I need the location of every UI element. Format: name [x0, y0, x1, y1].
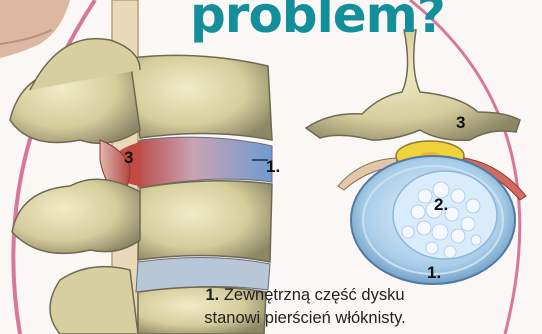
hand-photo [0, 0, 70, 58]
caption: 1. Zewnętrzną część dysku stanowi pierśc… [174, 284, 436, 330]
label-left-nerve: 3 [124, 148, 133, 167]
upper-vertebra [130, 55, 272, 140]
label-right-annulus: 1. [427, 263, 441, 282]
spine-top-view [306, 30, 526, 284]
caption-text-1: Zewnętrzną część dysku [224, 286, 405, 304]
headline: problem? [190, 0, 445, 44]
lower-process [12, 179, 140, 253]
caption-line-1: 1. Zewnętrzną część dysku [174, 284, 436, 307]
label-right-nucleus: 2. [434, 195, 448, 214]
caption-line-2: stanowi pierścień włóknisty. [174, 307, 436, 330]
posterior-arch [306, 30, 520, 140]
label-left-disc: 1. [266, 157, 280, 176]
label-right-nerve: 3 [456, 113, 465, 132]
side-disc [129, 137, 272, 188]
caption-number: 1. [205, 286, 219, 304]
lower-vertebra [138, 181, 272, 262]
